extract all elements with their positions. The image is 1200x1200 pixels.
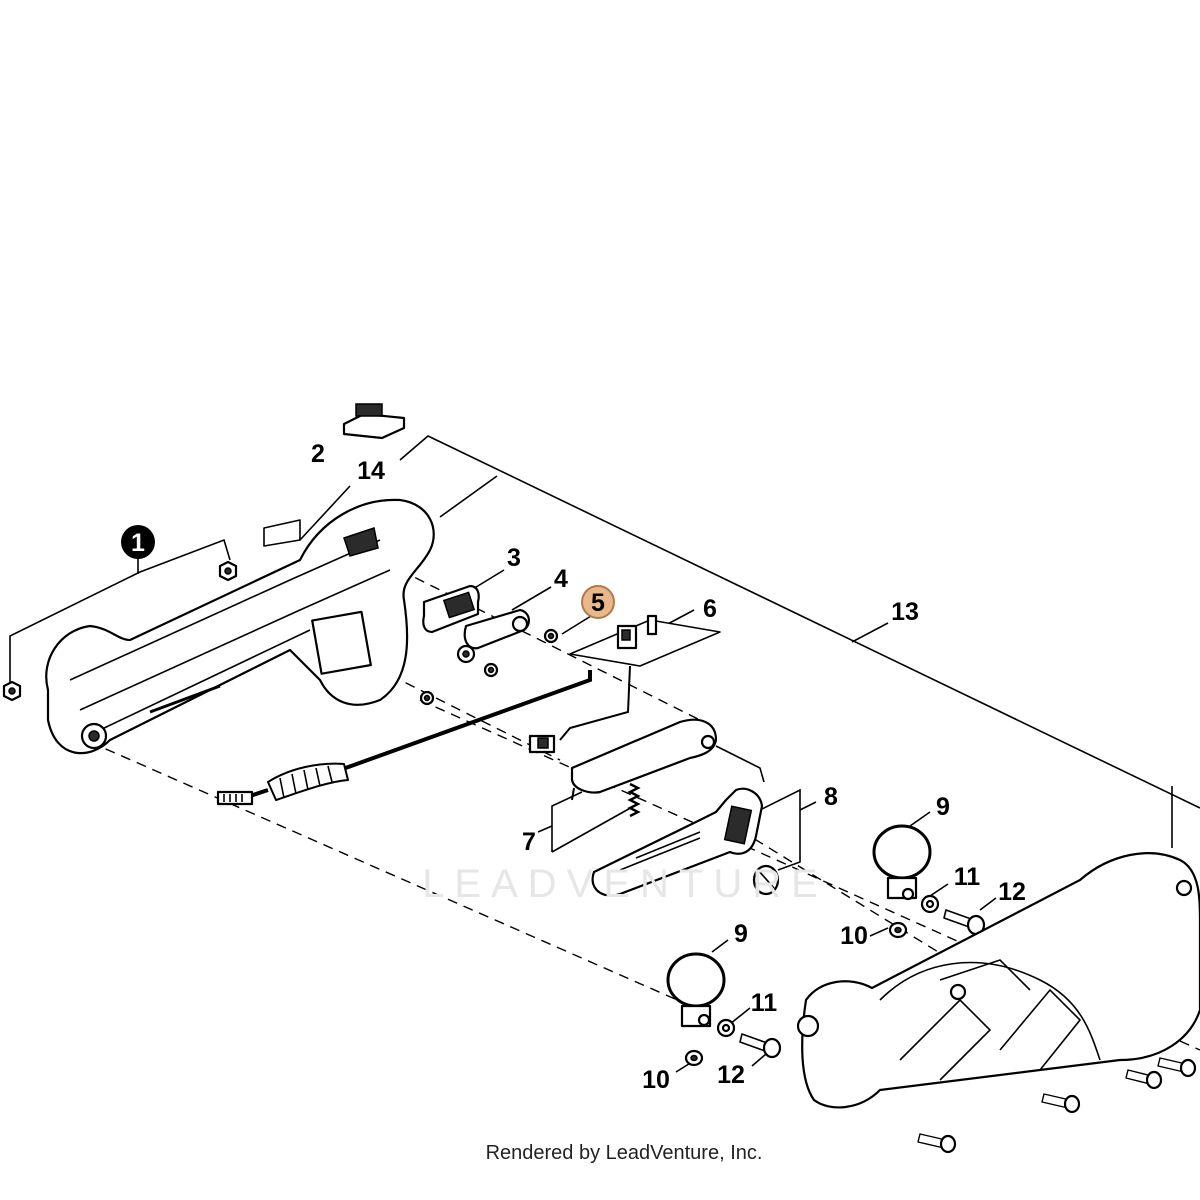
part-7-spring (627, 782, 641, 818)
leader-13-handle (439, 475, 498, 518)
part-3-switch-cover (422, 584, 480, 634)
callout-7: 7 (522, 828, 536, 856)
leader-7-label (537, 825, 553, 833)
callout-13: 13 (891, 598, 919, 626)
callout-9-upper: 9 (936, 793, 950, 821)
part-11-washer-upper (920, 894, 940, 914)
part-13-grip-housing (796, 852, 1200, 1109)
part-5-screw (543, 628, 559, 644)
part-1-nut-upper (218, 560, 238, 582)
part-6-switch-board (216, 614, 721, 806)
part-14-label (263, 519, 301, 547)
leader-14 (299, 485, 351, 541)
leader-12-upper (979, 897, 997, 911)
leader-9-upper (909, 811, 931, 827)
leader-5 (561, 615, 592, 635)
leader-8 (759, 788, 801, 871)
assembly-line-rear (419, 699, 1200, 1051)
callout-1: 1 (131, 529, 145, 557)
part-8-throttle-trigger (591, 787, 764, 897)
callout-1-badge (121, 525, 155, 559)
callout-10-upper: 10 (840, 922, 868, 950)
callout-2: 2 (311, 440, 325, 468)
part-11-washer-lower (716, 1018, 736, 1038)
callout-12-upper: 12 (998, 878, 1026, 906)
callout-labels: 1 2 3 4 5 6 7 8 9 9 10 10 11 11 12 12 13… (121, 440, 1026, 1094)
callout-5-highlight (581, 585, 615, 619)
leader-12-lower (751, 1053, 767, 1067)
callout-3: 3 (507, 544, 521, 572)
callout-11-upper: 11 (954, 863, 981, 891)
callout-14: 14 (357, 457, 385, 485)
part-13-screw-b (1125, 1069, 1163, 1090)
part-10-washer-lower (684, 1049, 704, 1067)
leader-11-upper (929, 883, 949, 897)
callout-10-lower: 10 (642, 1066, 670, 1094)
callout-8: 8 (824, 783, 838, 811)
part-12-screw-lower (739, 1033, 782, 1059)
leader-10-upper (869, 927, 889, 937)
screw-a (483, 662, 499, 678)
part-13-screw-a (1157, 1057, 1197, 1078)
part-9-clamp-upper (872, 824, 932, 901)
leader-4 (511, 586, 552, 611)
part-1-handle-housing (45, 498, 435, 755)
callout-4: 4 (554, 565, 568, 593)
leader-7-spring (551, 805, 635, 853)
callout-12-lower: 12 (717, 1061, 745, 1089)
callout-6: 6 (703, 595, 717, 623)
part-7-trigger-lever (570, 718, 765, 801)
screw-b (419, 690, 435, 706)
render-credit: Rendered by LeadVenture, Inc. (485, 1142, 763, 1164)
part-10-washer-upper (888, 921, 908, 939)
leader-13-frame (399, 435, 1200, 809)
leader-9-lower (711, 939, 729, 953)
leader-8-label (799, 801, 817, 811)
part-4-switch-bracket (456, 608, 530, 664)
assembly-line-lower (89, 741, 701, 1011)
leader-1 (9, 538, 231, 686)
part-13-screw-c (1041, 1093, 1081, 1114)
part-13-screw-d (917, 1133, 957, 1154)
leader-11-lower (729, 1007, 751, 1025)
part-8-clip (752, 864, 780, 896)
part-9-clamp-lower (666, 952, 726, 1028)
callout-5: 5 (591, 589, 605, 617)
part-12-screw-upper (943, 909, 986, 936)
leader-13-label (851, 622, 889, 643)
part-1-nut-lower (2, 680, 22, 702)
part-2-grommet (342, 403, 406, 440)
callout-11-lower: 11 (751, 989, 778, 1017)
callout-9-lower: 9 (734, 920, 748, 948)
